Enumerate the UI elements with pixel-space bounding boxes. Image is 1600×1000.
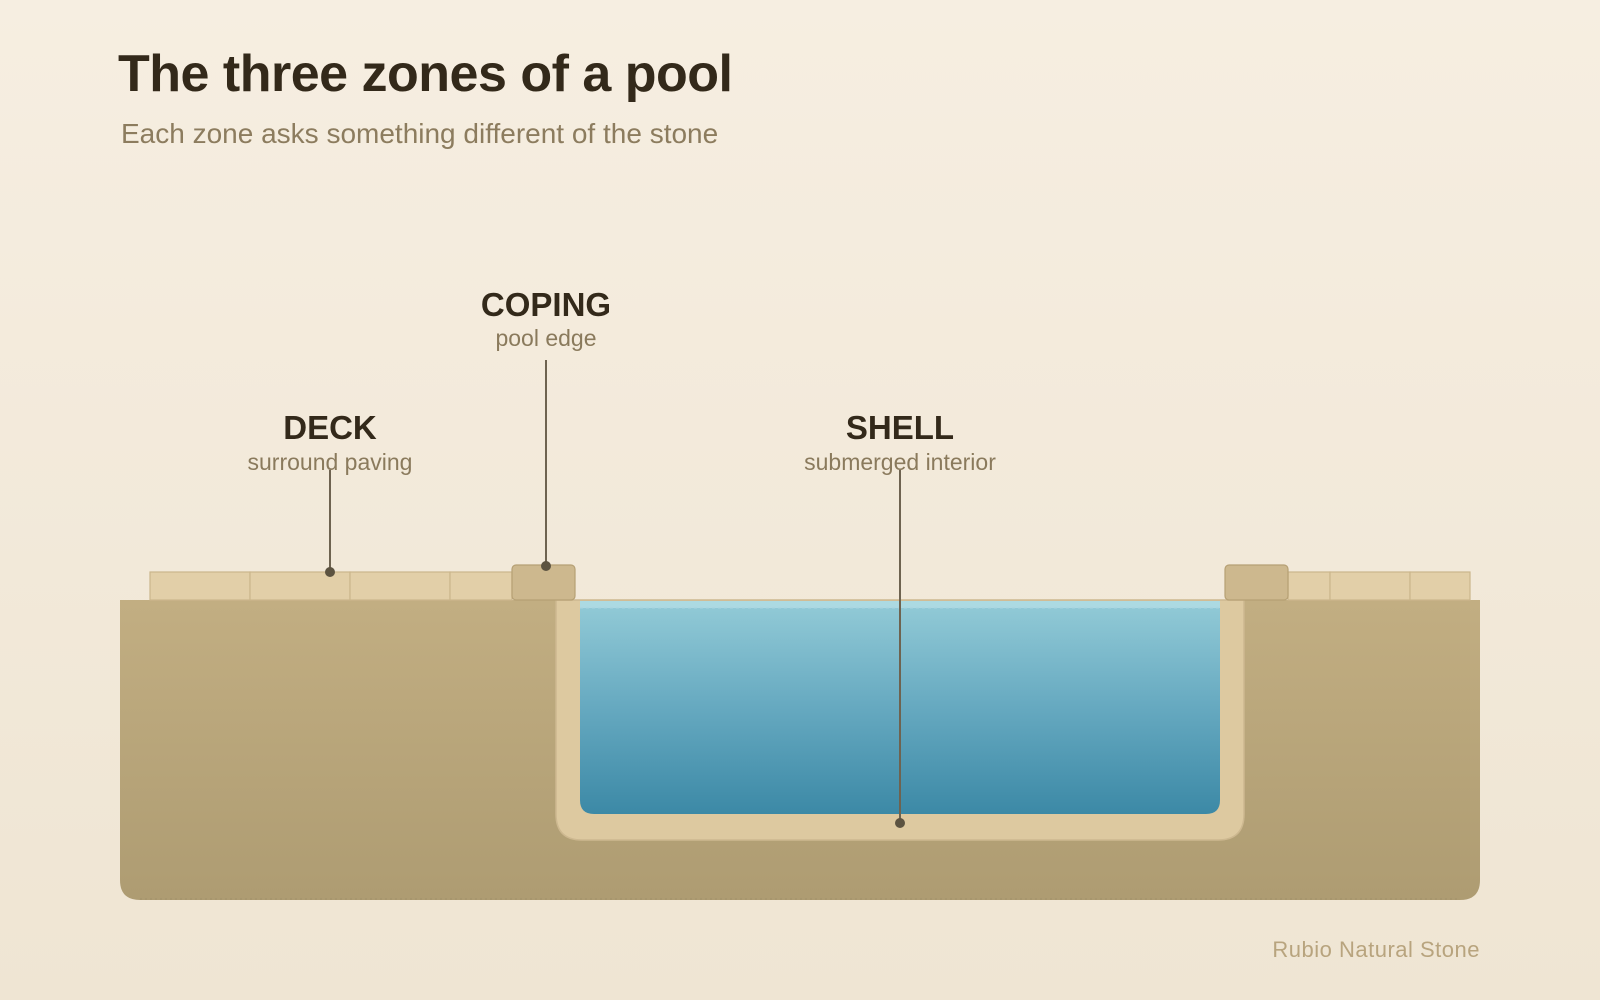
deck-paver (1409, 571, 1471, 601)
deck-paver (1287, 571, 1331, 601)
coping-label: COPING (481, 286, 611, 323)
deck-paving-right (1287, 571, 1471, 601)
deck-paver (149, 571, 251, 601)
page-title: The three zones of a pool (118, 45, 733, 103)
deck-paver (349, 571, 451, 601)
deck-leader-dot (325, 567, 335, 577)
coping-description: pool edge (495, 325, 596, 351)
shell-label: SHELL (846, 409, 954, 446)
page-subtitle: Each zone asks something different of th… (121, 118, 719, 149)
deck-paving-left (149, 571, 513, 601)
deck-label: DECK (283, 409, 377, 446)
deck-paver (1329, 571, 1411, 601)
shell-leader-dot (895, 818, 905, 828)
deck-paver (449, 571, 513, 601)
coping-leader-dot (541, 561, 551, 571)
brand-credit: Rubio Natural Stone (1272, 937, 1480, 962)
coping-stone-right (1224, 564, 1289, 601)
deck-paver (249, 571, 351, 601)
